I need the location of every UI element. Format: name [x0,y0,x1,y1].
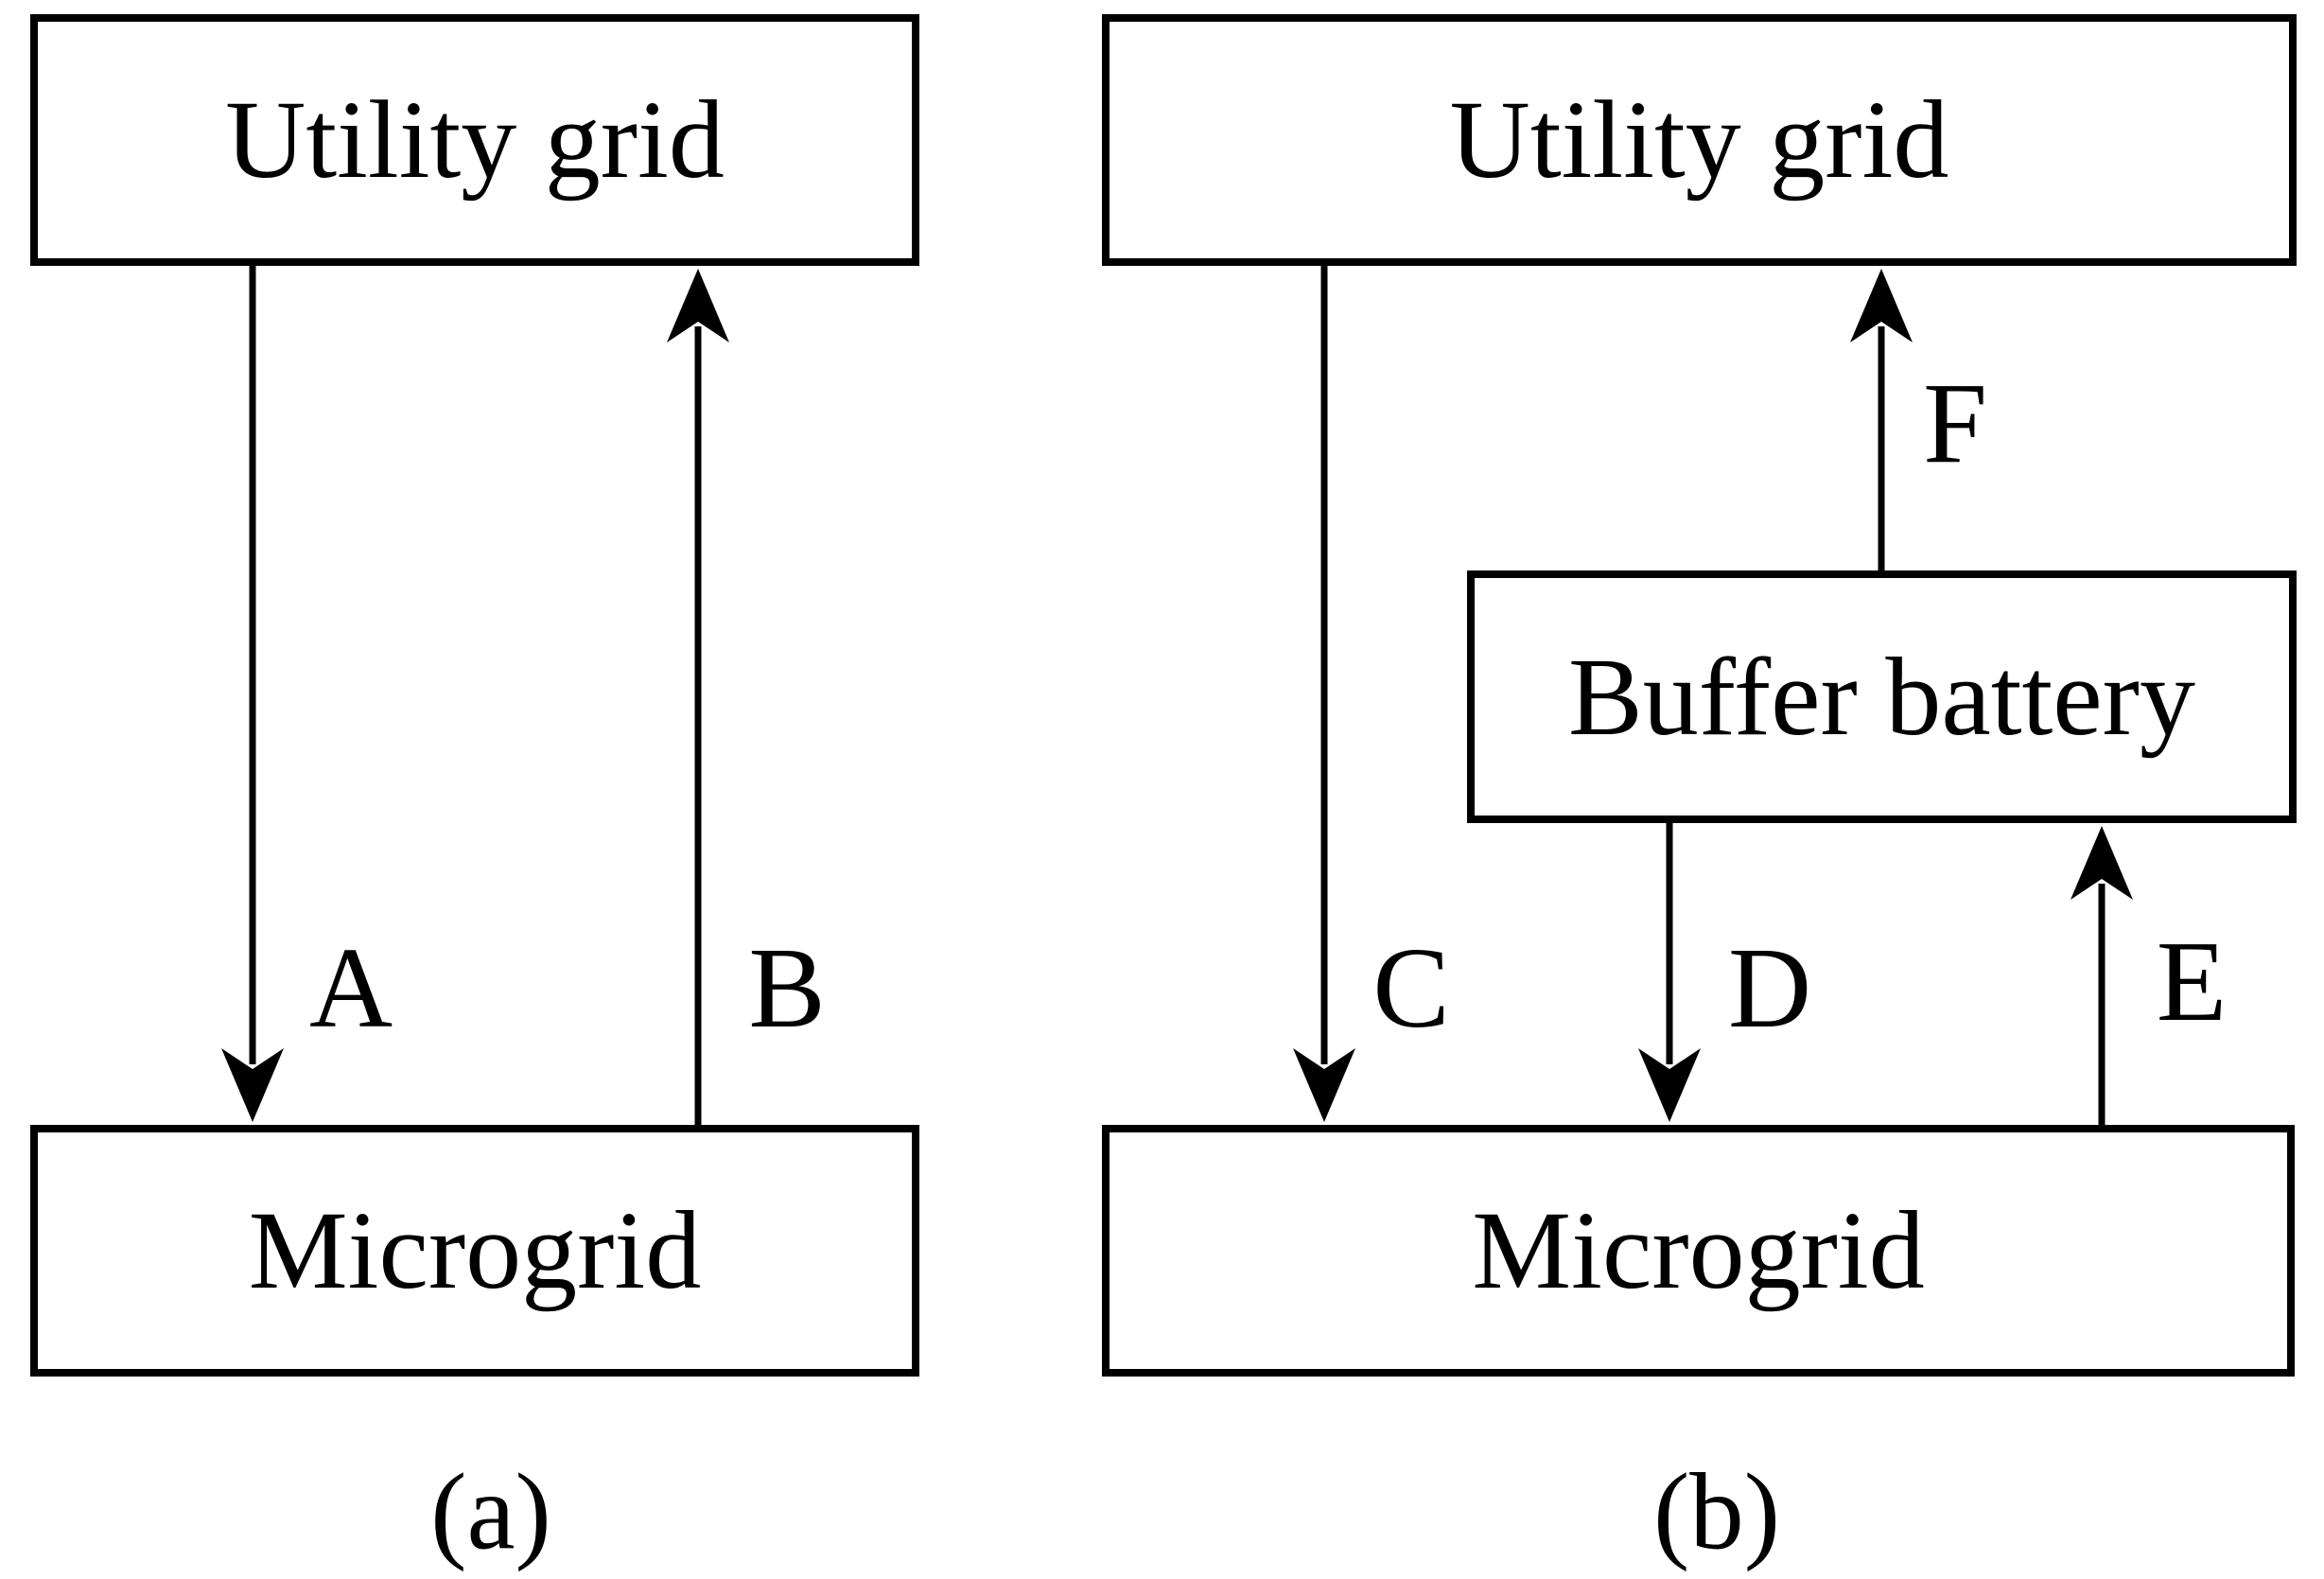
arrow-d [1638,816,1701,1122]
utility-grid-label-a: Utility grid [225,78,725,202]
buffer-battery-label: Buffer battery [1568,634,2195,759]
panel-caption-a: (a) [430,1451,551,1572]
arrow-label-f: F [1923,360,1987,487]
arrow-c-down-arrowhead-icon [1293,1048,1355,1122]
buffer-battery-box: Buffer battery [1467,570,2297,823]
panel-caption-b: (b) [1652,1451,1781,1572]
arrow-c [1293,262,1355,1122]
arrow-a [221,262,284,1122]
arrow-label-a: A [308,924,393,1052]
arrow-b [667,269,729,1129]
microgrid-label-a: Microgrid [248,1188,702,1312]
utility-grid-box-b: Utility grid [1102,14,2297,266]
utility-grid-box-a: Utility grid [30,14,919,266]
microgrid-box-b: Microgrid [1102,1125,2295,1377]
utility-grid-label-b: Utility grid [1449,78,1949,202]
microgrid-label-b: Microgrid [1472,1188,1925,1312]
arrow-e-up-arrowhead-icon [2071,826,2133,900]
arrow-label-d: D [1727,924,1812,1052]
arrow-e [2071,826,2133,1129]
arrow-f-up-arrowhead-icon [1850,269,1913,342]
arrow-f [1850,269,1913,577]
arrow-label-e: E [2156,918,2228,1045]
microgrid-box-a: Microgrid [30,1125,919,1377]
arrow-label-c: C [1372,924,1450,1052]
arrow-b-up-arrowhead-icon [667,269,729,342]
arrow-d-down-arrowhead-icon [1638,1048,1701,1122]
arrow-label-b: B [748,924,826,1052]
arrow-a-down-arrowhead-icon [221,1048,284,1122]
